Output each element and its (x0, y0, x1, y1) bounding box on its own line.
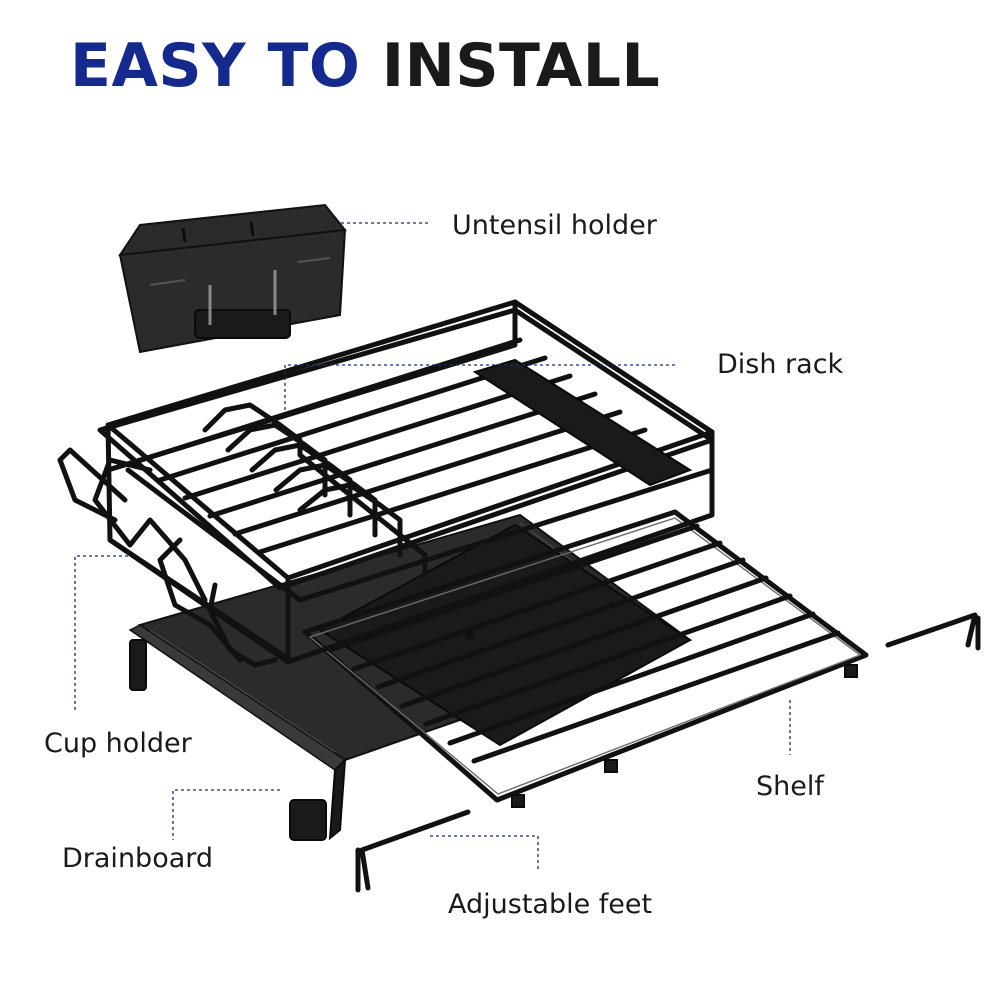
label-cup-holder: Cup holder (44, 728, 192, 759)
leader-lines (74, 222, 791, 870)
title-accent: EASY TO (70, 31, 361, 101)
leader-adjustable-feet (430, 835, 539, 870)
cup-holder-illustration (57, 447, 293, 668)
dish-rack-illustration-basket (97, 299, 715, 665)
adjustable-foot-illustration (355, 612, 981, 893)
leader-dish-rack (284, 364, 675, 410)
label-dish-rack: Dish rack (717, 349, 844, 380)
leader-cup-holder (74, 555, 128, 710)
title-main: INSTALL (381, 31, 661, 101)
label-utensil-holder: Untensil holder (452, 210, 657, 241)
utensil-holder-illustration (117, 203, 347, 354)
label-adjustable-feet: Adjustable feet (448, 889, 653, 920)
page-title: EASY TO INSTALL (70, 36, 660, 96)
leader-drainboard (172, 789, 280, 840)
label-shelf: Shelf (756, 771, 824, 802)
label-drainboard: Drainboard (62, 843, 214, 874)
shelf-illustration (302, 509, 869, 808)
